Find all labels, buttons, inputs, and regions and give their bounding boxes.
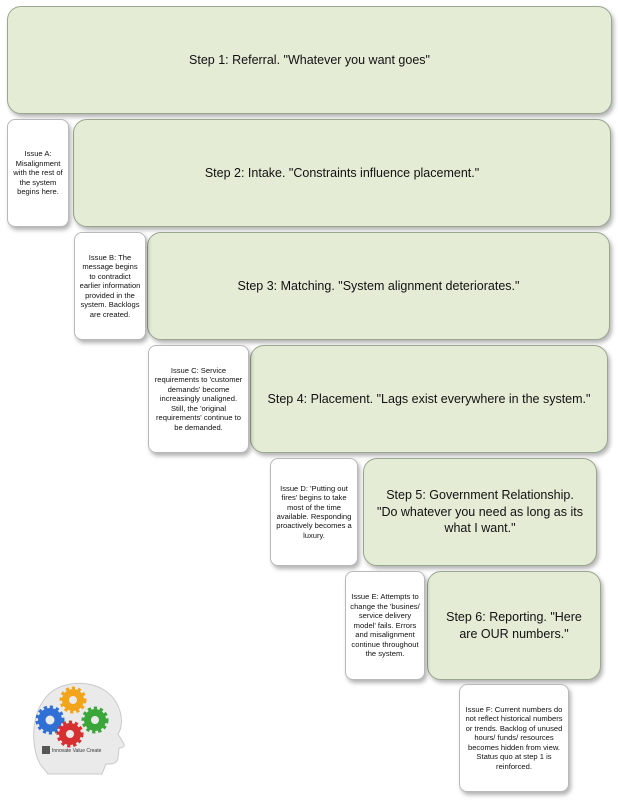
issue-d: Issue D: 'Putting out fires' begins to t…	[270, 458, 358, 566]
step-2-intake: Step 2: Intake. "Constraints influence p…	[73, 119, 611, 227]
logo-label: Innovate Value Create	[52, 748, 102, 754]
gear-blue-icon	[35, 705, 65, 735]
logo: Innovate Value Create	[26, 676, 132, 776]
step-5-government-relationship: Step 5: Government Relationship. "Do wha…	[363, 458, 597, 566]
issue-e-text: Issue E: Attempts to change the 'busines…	[350, 592, 420, 659]
step-2-text: Step 2: Intake. "Constraints influence p…	[204, 165, 480, 180]
step-6-text: Step 6: Reporting. "Here are OUR numbers…	[446, 609, 582, 641]
issue-b: Issue B: The message begins to contradic…	[74, 232, 146, 340]
issue-f: Issue F: Current numbers do not reflect …	[459, 684, 569, 792]
head-gears-logo-icon: Innovate Value Create	[33, 682, 125, 775]
step-3-matching: Step 3: Matching. "System alignment dete…	[147, 232, 610, 340]
issue-b-text: Issue B: The message begins to contradic…	[79, 252, 141, 319]
step-3-text: Step 3: Matching. "System alignment dete…	[237, 278, 520, 293]
step-4-text: Step 4: Placement. "Lags exist everywher…	[267, 391, 591, 406]
gear-orange-icon	[59, 686, 87, 714]
issue-e: Issue E: Attempts to change the 'busines…	[345, 571, 425, 680]
step-4-placement: Step 4: Placement. "Lags exist everywher…	[250, 345, 608, 453]
gear-green-icon	[81, 706, 109, 734]
issue-d-text: Issue D: 'Putting out fires' begins to t…	[276, 483, 352, 540]
step-5-text: Step 5: Government Relationship. "Do wha…	[377, 487, 583, 536]
issue-a-text: Issue A: Misalignment with the rest of t…	[13, 149, 63, 197]
step-1-referral: Step 1: Referral. "Whatever you want goe…	[7, 6, 612, 114]
step-1-text: Step 1: Referral. "Whatever you want goe…	[189, 52, 430, 67]
issue-c: Issue C: Service requirements to 'custom…	[148, 345, 249, 453]
issue-c-text: Issue C: Service requirements to 'custom…	[154, 365, 243, 432]
issue-a: Issue A: Misalignment with the rest of t…	[7, 119, 69, 227]
gear-red-icon	[56, 720, 84, 748]
issue-f-text: Issue F: Current numbers do not reflect …	[465, 704, 563, 771]
step-6-reporting: Step 6: Reporting. "Here are OUR numbers…	[427, 571, 601, 680]
